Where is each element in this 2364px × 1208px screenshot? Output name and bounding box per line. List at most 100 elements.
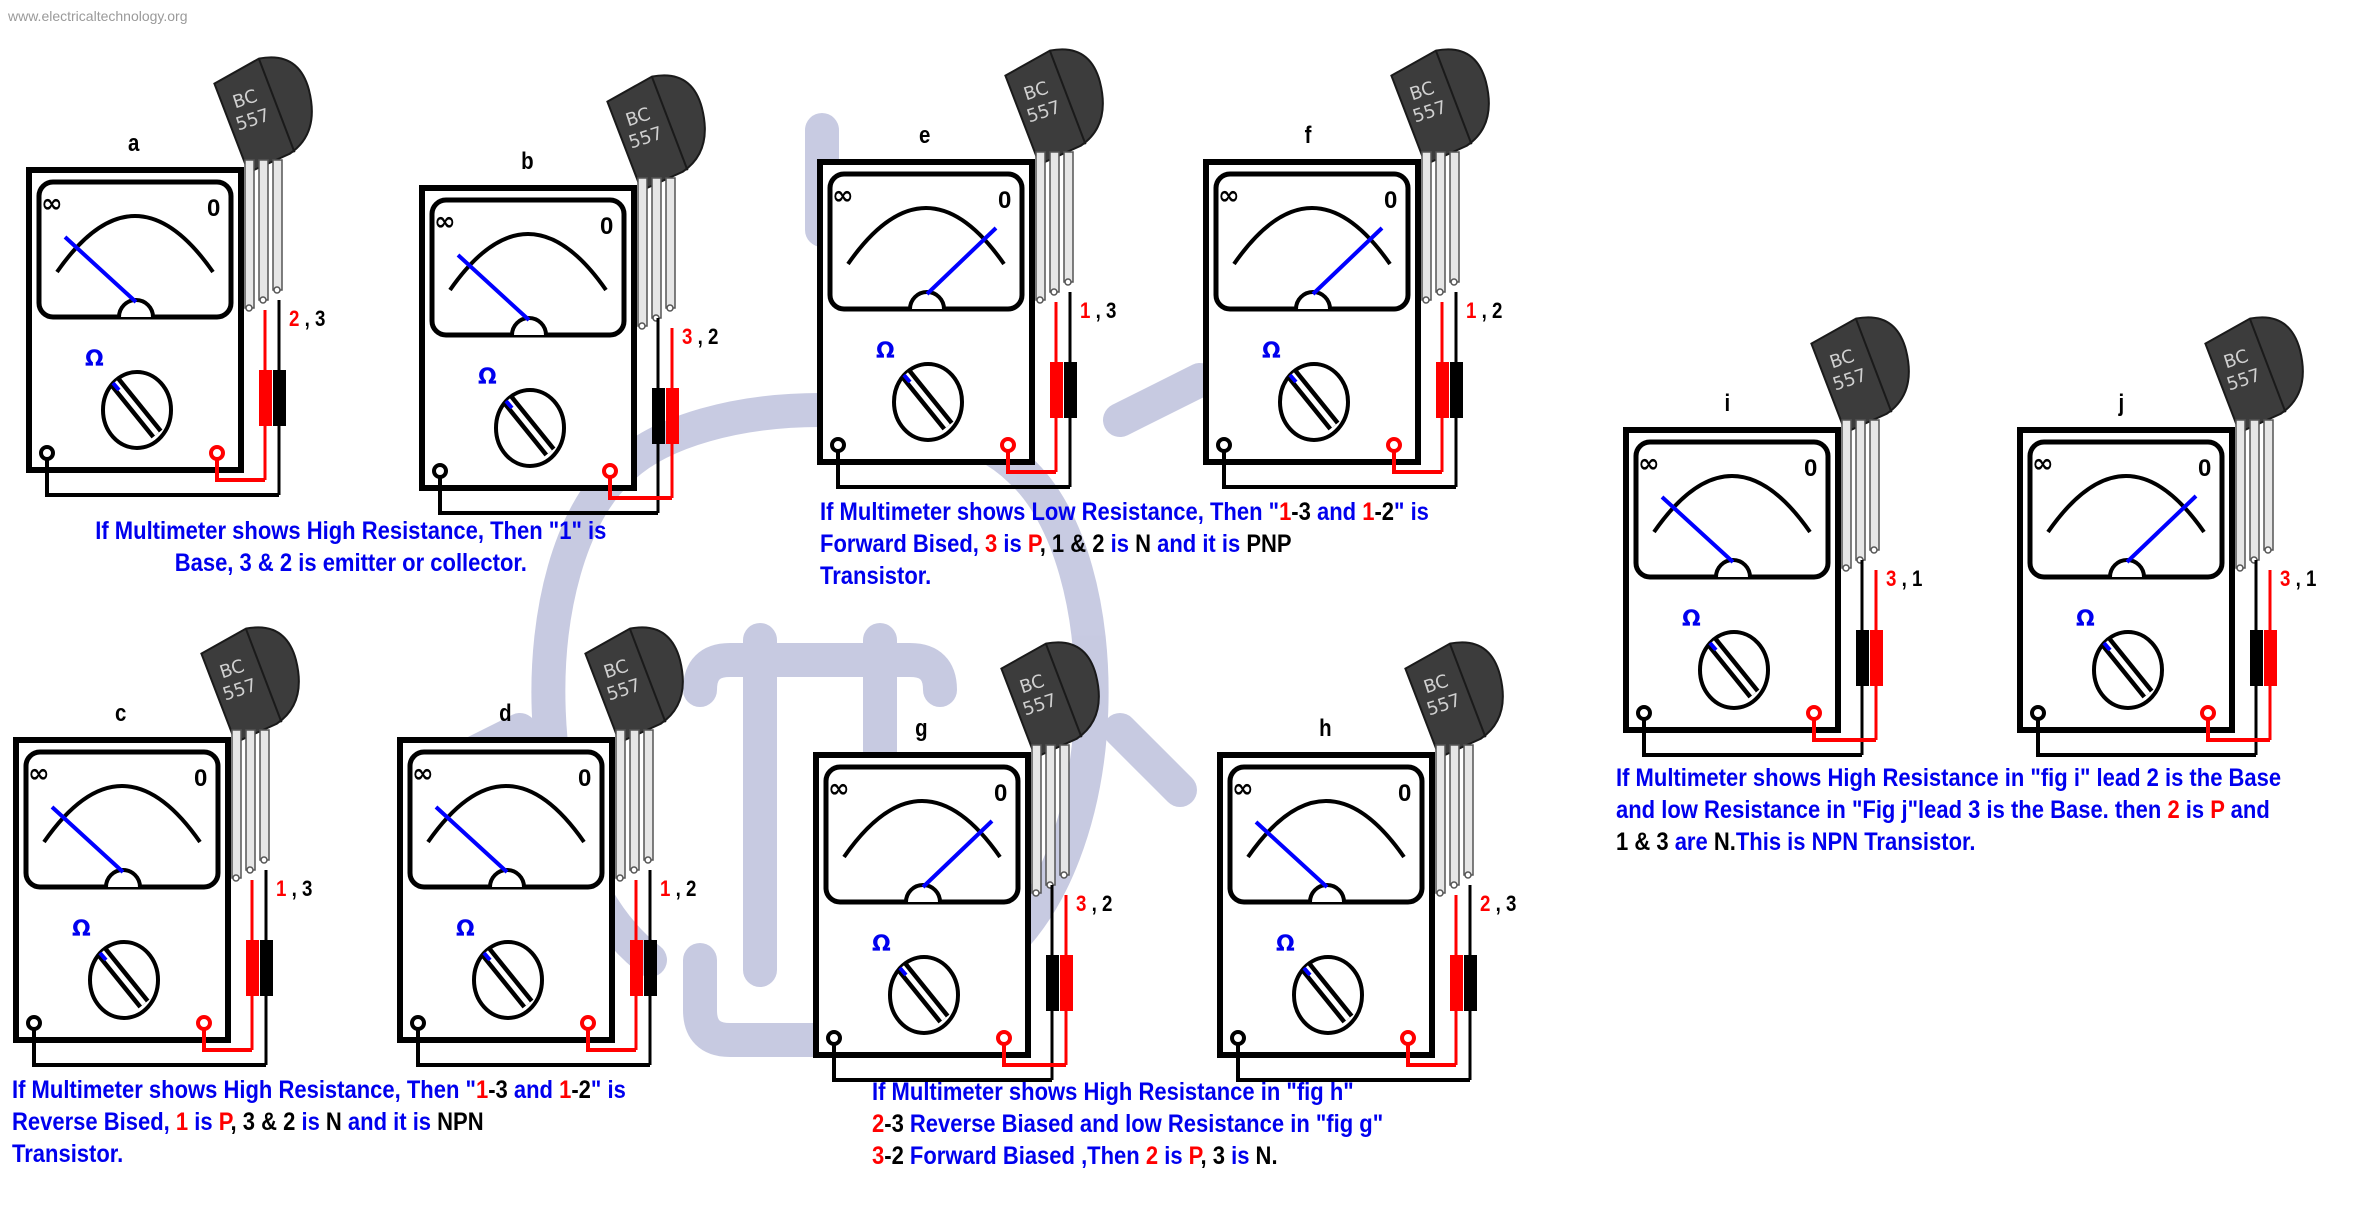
red-probe xyxy=(630,940,643,996)
caption-cd: If Multimeter shows High Resistance, The… xyxy=(12,1074,626,1170)
transistor-pin-2 xyxy=(1045,744,1056,886)
zero-symbol: 0 xyxy=(2198,455,2211,482)
transistor-pin-3 xyxy=(1059,744,1070,876)
red-lead-to-meter xyxy=(1392,451,1442,474)
red-lead-to-meter xyxy=(215,459,265,482)
red-lead-to-meter xyxy=(586,1029,636,1052)
red-lead-to-meter xyxy=(608,477,672,500)
transistor-pin-2 xyxy=(258,159,269,301)
needle-pivot xyxy=(104,868,142,888)
zero-symbol: 0 xyxy=(578,765,591,792)
transistor-pin-2 xyxy=(629,729,640,871)
black-lead-to-meter xyxy=(1236,1044,1470,1082)
lead-numbers-label: 3 , 1 xyxy=(2280,566,2317,591)
needle-pivot xyxy=(510,316,548,336)
needle-pivot xyxy=(908,290,946,310)
transistor-pin-3 xyxy=(272,159,283,291)
black-lead-to-meter xyxy=(832,1044,1052,1082)
transistor-pin-2 xyxy=(1449,744,1460,886)
ohm-terminal xyxy=(1386,437,1402,453)
caption-line: 3-2 Forward Biased ,Then 2 is P, 3 is N. xyxy=(872,1142,1278,1170)
transistor-pin-1 xyxy=(231,729,242,879)
meter-display xyxy=(23,749,221,890)
ohm-symbol: Ω xyxy=(1682,607,1701,632)
black-probe xyxy=(1856,630,1869,686)
red-probe xyxy=(2264,630,2277,686)
figure-label: d xyxy=(499,700,512,727)
needle-low-resistance xyxy=(1311,226,1384,296)
caption-line: If Multimeter shows High Resistance, The… xyxy=(95,517,607,545)
ohm-terminal xyxy=(1400,1030,1416,1046)
transistor-pin-1 xyxy=(1435,744,1446,894)
transistor-pin-3 xyxy=(1463,744,1474,876)
transistor-pin-2 xyxy=(245,729,256,871)
ohm-symbol: Ω xyxy=(872,932,891,957)
caption-gh: If Multimeter shows High Resistance in "… xyxy=(872,1076,1383,1172)
caption-ab: If Multimeter shows High Resistance, The… xyxy=(78,515,624,579)
zero-symbol: 0 xyxy=(994,780,1007,807)
com-terminal xyxy=(410,1015,426,1031)
needle-low-resistance xyxy=(921,819,994,889)
transistor-pin-1 xyxy=(615,729,626,879)
com-terminal xyxy=(39,445,55,461)
infinity-symbol: ∞ xyxy=(412,759,434,789)
caption-line: Transistor. xyxy=(12,1140,124,1168)
figure-label: h xyxy=(1319,715,1332,742)
com-terminal xyxy=(432,463,448,479)
infinity-symbol: ∞ xyxy=(828,774,850,804)
transistor-pin-1 xyxy=(244,159,255,309)
transistor-pin-1 xyxy=(1035,151,1046,301)
black-lead-to-meter xyxy=(2036,719,2256,757)
ohm-symbol: Ω xyxy=(456,917,475,942)
red-lead-to-meter xyxy=(202,1029,252,1052)
black-probe xyxy=(1464,955,1477,1011)
needle-high-resistance xyxy=(50,805,125,874)
zero-symbol: 0 xyxy=(194,765,207,792)
transistor-pin-1 xyxy=(637,177,648,327)
transistor-pin-1 xyxy=(1031,744,1042,894)
black-probe xyxy=(652,388,665,444)
zero-symbol: 0 xyxy=(1398,780,1411,807)
caption-ij: If Multimeter shows High Resistance in "… xyxy=(1616,762,2281,858)
needle-pivot xyxy=(488,868,526,888)
black-lead-to-meter xyxy=(416,1029,650,1067)
transistor-pin-3 xyxy=(1449,151,1460,283)
black-probe xyxy=(2250,630,2263,686)
needle-pivot xyxy=(1294,290,1332,310)
meter-display xyxy=(827,171,1025,312)
ohm-terminal xyxy=(996,1030,1012,1046)
transistor-pin-2 xyxy=(1435,151,1446,293)
zero-symbol: 0 xyxy=(207,195,220,222)
black-probe xyxy=(273,370,286,426)
transistor-pin-3 xyxy=(665,177,676,309)
transistor-pin-1 xyxy=(1421,151,1432,301)
caption-line: Base, 3 & 2 is emitter or collector. xyxy=(174,549,527,577)
ohm-symbol: Ω xyxy=(72,917,91,942)
infinity-symbol: ∞ xyxy=(41,189,63,219)
red-probe xyxy=(1870,630,1883,686)
caption-line: If Multimeter shows High Resistance in "… xyxy=(1616,764,2282,792)
lead-numbers-label: 1 , 3 xyxy=(1080,298,1117,323)
lead-numbers-label: 2 , 3 xyxy=(289,306,326,331)
transistor-pin-1 xyxy=(2235,419,2246,569)
ohm-symbol: Ω xyxy=(2076,607,2095,632)
ohm-terminal xyxy=(1806,705,1822,721)
caption-line: and low Resistance in "Fig j"lead 3 is t… xyxy=(1616,796,2270,824)
ohm-terminal xyxy=(196,1015,212,1031)
meter-display xyxy=(429,197,627,338)
com-terminal xyxy=(1636,705,1652,721)
figure-label: g xyxy=(915,715,928,742)
